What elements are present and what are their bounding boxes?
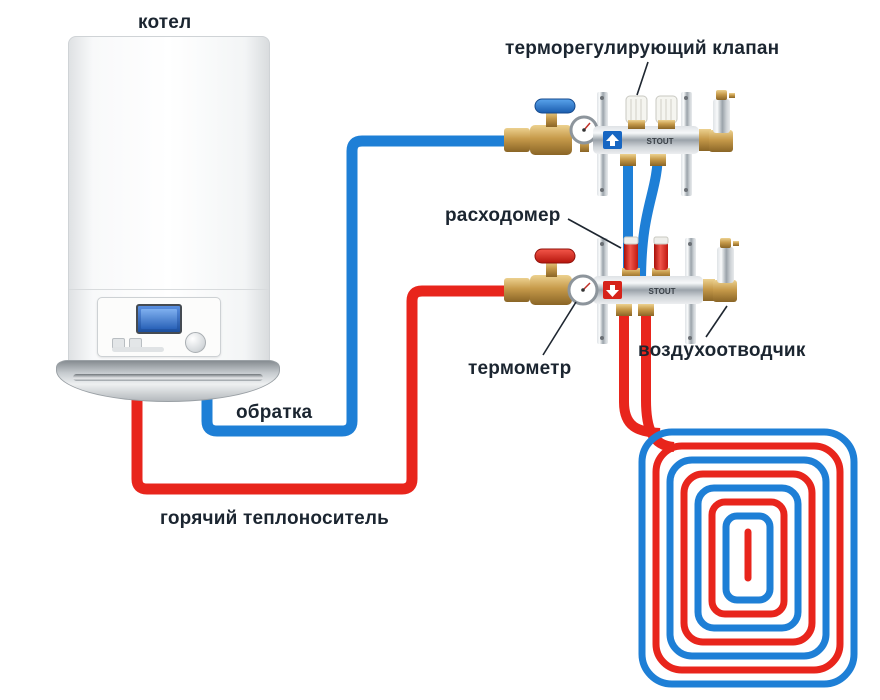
cap-collar bbox=[628, 120, 645, 129]
boiler-body bbox=[68, 36, 270, 368]
callout-thermo-valve bbox=[636, 61, 649, 96]
bracket-hole bbox=[600, 96, 604, 100]
air-vent-body bbox=[717, 247, 734, 283]
loop-ring-blue bbox=[666, 456, 830, 660]
cap-collar bbox=[658, 120, 675, 129]
bracket-hole bbox=[688, 336, 692, 340]
pipes bbox=[131, 135, 675, 495]
boiler-panel-trim bbox=[112, 347, 164, 352]
flow-meter-cap bbox=[623, 236, 639, 245]
flow-meter-base bbox=[652, 268, 670, 278]
bracket-hole bbox=[684, 188, 688, 192]
flow-meter-cap bbox=[653, 236, 669, 245]
callout-thermometer bbox=[542, 301, 577, 356]
boiler-chrome-strip bbox=[73, 374, 263, 381]
logo-arrow-down bbox=[606, 285, 619, 297]
boiler bbox=[56, 36, 280, 402]
label-thermo-valve: терморегулирующий клапан bbox=[505, 38, 780, 59]
end-fitting bbox=[699, 129, 711, 151]
valve-stem bbox=[546, 111, 557, 127]
loop-ring-red bbox=[708, 498, 788, 618]
flow-meter[interactable] bbox=[654, 242, 668, 270]
valve-stem bbox=[546, 261, 557, 277]
union-nut bbox=[504, 278, 530, 302]
loop-ring-blue bbox=[694, 484, 802, 632]
label-hot-coolant: горячий теплоноситель bbox=[160, 508, 390, 529]
bracket-hole bbox=[684, 96, 688, 100]
air-vent-base bbox=[709, 130, 733, 152]
label-return-line: обратка bbox=[236, 402, 313, 423]
flow-meter-base bbox=[622, 268, 640, 278]
callout-lines bbox=[542, 61, 728, 356]
label-air-vent: воздухоотводчик bbox=[638, 340, 806, 361]
label-flow-meter: расходомер bbox=[445, 205, 561, 226]
lower-manifold: STOUT bbox=[504, 236, 739, 344]
boiler-seam bbox=[69, 289, 269, 290]
air-vent-nipple bbox=[729, 93, 735, 98]
boiler-bottom-cover bbox=[56, 360, 280, 402]
boiler-display bbox=[136, 304, 182, 334]
return-pipe-blue bbox=[201, 135, 512, 437]
upper-manifold: STOUT bbox=[504, 90, 735, 196]
logo-arrow-up bbox=[606, 134, 619, 146]
outlet-nut bbox=[650, 154, 666, 166]
outlet-nut bbox=[620, 154, 636, 166]
gauge-pivot bbox=[581, 288, 585, 292]
loop-ring-red bbox=[680, 470, 816, 646]
red-valve-handle[interactable] bbox=[534, 248, 576, 264]
bracket-hole bbox=[688, 242, 692, 246]
callout-flow-meter bbox=[567, 218, 622, 249]
supply-pipe-red bbox=[131, 285, 506, 495]
label-boiler: котел bbox=[138, 12, 192, 33]
flow-meter[interactable] bbox=[624, 242, 638, 270]
callout-air-vent bbox=[705, 305, 728, 338]
gauge-stem bbox=[580, 138, 589, 152]
end-fitting bbox=[703, 279, 715, 301]
air-vent-cap bbox=[716, 90, 727, 100]
gauge-pivot bbox=[582, 128, 586, 132]
air-vent-base bbox=[713, 280, 737, 302]
bracket-hole bbox=[600, 336, 604, 340]
brand-text: STOUT bbox=[649, 287, 676, 296]
blue-valve-handle[interactable] bbox=[534, 98, 576, 114]
loop-ring-blue bbox=[722, 512, 774, 604]
boiler-control-panel bbox=[97, 297, 221, 357]
ball-valve-body bbox=[530, 125, 572, 155]
floor-heating-loop bbox=[638, 428, 858, 688]
loop-ring-red bbox=[652, 442, 844, 674]
union-nut bbox=[504, 128, 530, 152]
outlet-nut bbox=[638, 304, 654, 316]
brand-text: STOUT bbox=[647, 137, 674, 146]
label-thermometer: термометр bbox=[468, 358, 572, 379]
air-vent-cap bbox=[720, 238, 731, 248]
air-vent-nipple bbox=[733, 241, 739, 246]
outlet-nut bbox=[616, 304, 632, 316]
loop-ring-blue bbox=[638, 428, 858, 688]
air-vent-body bbox=[713, 99, 730, 133]
loop-feed-red-2 bbox=[641, 300, 675, 452]
ball-valve-body bbox=[530, 275, 572, 305]
bracket-hole bbox=[600, 242, 604, 246]
bracket-hole bbox=[600, 188, 604, 192]
boiler-knob[interactable] bbox=[185, 332, 206, 353]
